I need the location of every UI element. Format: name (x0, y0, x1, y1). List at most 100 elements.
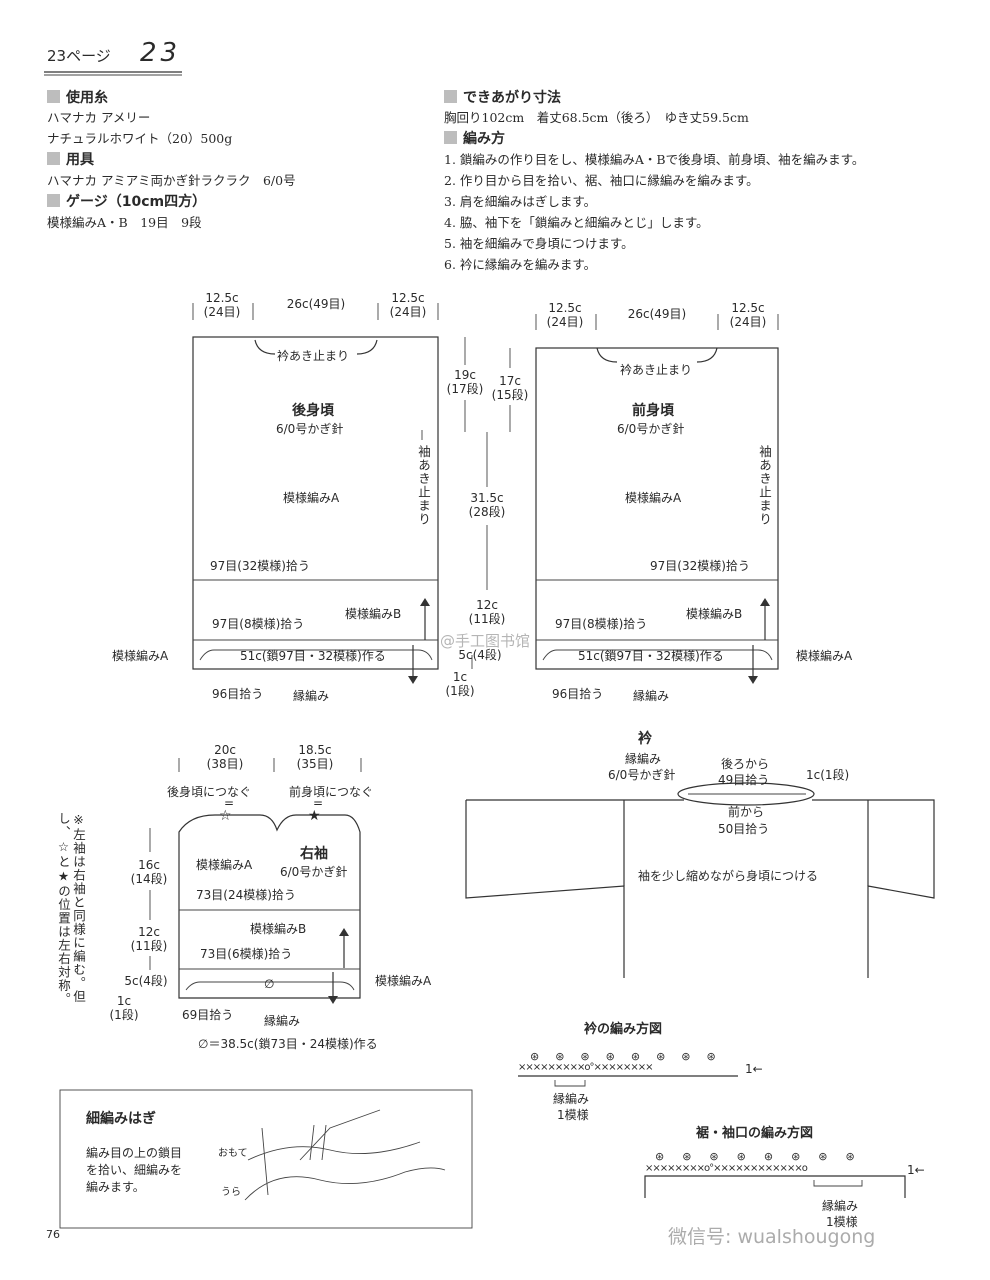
sc-seam-back-label: うら (221, 1187, 241, 1198)
collar-chart-stitches: ×××××××××o°×××××××× (518, 1062, 654, 1073)
sleeve-height-12c: 12c(11段) (130, 925, 168, 953)
front-pick-96: 96目拾う (552, 687, 604, 701)
gauge-heading: ゲージ（10cm四方） (47, 191, 206, 211)
hem-chart-row: 1← (907, 1163, 925, 1177)
dim-31-5c: 31.5c(28段) (468, 491, 506, 519)
collar-chart-edging: 縁編み (553, 1092, 590, 1106)
collar-pick-49: 49目拾う (718, 773, 770, 787)
sleeve-edging: 縁編み (264, 1014, 301, 1028)
yarn-heading: 使用糸 (47, 87, 108, 107)
back-pattern-a-side: 模様編みA (112, 649, 169, 663)
instruction-step-1: 1. 鎖編みの作り目をし、模様編みA・Bで後身頃、前身頃、袖を編みます。 (444, 152, 865, 167)
dim-1c: 1c(1段) (445, 670, 475, 698)
sc-seam-text-2: を拾い、細編みを (86, 1163, 183, 1177)
back-body-outline (192, 303, 439, 684)
collar-hook: 6/0号かぎ針 (608, 768, 676, 782)
collar-1c: 1c(1段) (806, 768, 850, 782)
finished-heading: できあがり寸法 (444, 87, 561, 107)
collar-from-back: 後ろから (721, 757, 770, 771)
sc-seam-box (59, 1089, 473, 1229)
sleeve-width-right: 18.5c(35目) (296, 743, 334, 771)
collar-chart-picots: ⊛⊛⊛⊛⊛⊛⊛⊛ (530, 1050, 732, 1063)
hem-chart-base (644, 1175, 906, 1198)
back-chain-note: 51c(鎖97目・32模様)作る (240, 649, 386, 663)
hem-chart-edging: 縁編み (822, 1199, 859, 1213)
back-hook: 6/0号かぎ針 (276, 422, 344, 436)
collar-chart-row: 1← (745, 1062, 763, 1076)
dim-17c: 17c(15段) (491, 374, 529, 402)
gauge-line: 模様編みA・B 19目 9段 (47, 215, 202, 230)
front-chain-note: 51c(鎖97目・32模様)作る (578, 649, 724, 663)
front-title: 前身頃 (632, 403, 674, 419)
front-width-center: 26c(49目) (627, 307, 687, 321)
back-pattern-b: 模様編みB (345, 607, 402, 621)
sleeve-pick-73-24: 73目(24模様)拾う (196, 888, 296, 902)
collar-from-front: 前から (728, 805, 765, 819)
front-width-left: 12.5c(24目) (546, 301, 584, 329)
square-bullet-icon (47, 152, 60, 165)
watermark-bottom: 微信号: wualshougong (668, 1226, 876, 1248)
dim-5c: 5c(4段) (458, 648, 502, 662)
sleeve-pattern-b: 模様編みB (250, 922, 307, 936)
page-number: 23 (140, 38, 182, 68)
front-pick-97-32: 97目(32模様)拾う (650, 559, 750, 573)
sleeve-pattern-a-side: 模様編みA (375, 974, 432, 988)
back-armhole-label: 袖あき止まり (416, 445, 431, 526)
instruction-step-4: 4. 脇、袖下を「鎖編みと細編みとじ」します。 (444, 215, 709, 230)
tools-heading: 用具 (47, 149, 94, 169)
sc-seam-illustration (244, 1109, 446, 1201)
collar-attach-note: 袖を少し縮めながら身頃につける (638, 869, 819, 883)
page-footer-number: 76 (46, 1228, 60, 1241)
watermark-mid: @手工图书馆 (440, 632, 531, 650)
sleeve-height-16c: 16c(14段) (130, 858, 168, 886)
back-edging: 縁編み (293, 689, 330, 703)
front-edging: 縁編み (633, 689, 670, 703)
back-pick-97-32: 97目(32模様)拾う (210, 559, 310, 573)
collar-assembly (465, 782, 935, 978)
instructions-heading: 編み方 (444, 128, 505, 148)
hem-chart-stitches: ××××××××o°××××××××××××o (645, 1163, 808, 1174)
sleeve-pattern-a: 模様編みA (196, 858, 253, 872)
sleeve-width-left: 20c(38目) (206, 743, 244, 771)
sleeve-height-1c: 1c(1段) (109, 994, 139, 1022)
back-width-center: 26c(49目) (286, 297, 346, 311)
page-label: 23ページ (47, 47, 111, 65)
front-armhole-label: 袖あき止まり (757, 445, 772, 526)
front-body-outline (535, 314, 779, 684)
square-bullet-icon (47, 194, 60, 207)
back-pick-96: 96目拾う (212, 687, 264, 701)
sleeve-height-5c: 5c(4段) (124, 974, 168, 988)
tools-line: ハマナカ アミアミ両かぎ針ラクラク 6/0号 (47, 173, 296, 188)
collar-pick-50: 50目拾う (718, 822, 770, 836)
sleeve-hook: 6/0号かぎ針 (280, 865, 348, 879)
square-bullet-icon (444, 131, 457, 144)
back-width-left: 12.5c(24目) (203, 291, 241, 319)
open-star-icon: ☆ (219, 808, 232, 824)
dim-12c: 12c(11段) (468, 598, 506, 626)
collar-edging: 縁編み (625, 752, 662, 766)
instruction-step-5: 5. 袖を細編みで身頃につけます。 (444, 236, 634, 251)
back-pick-97-8: 97目(8模様)拾う (212, 617, 305, 631)
sleeve-symmetry-note: ※左袖は右袖と同様に編む。但し、☆と★の位置は左右対称。 (56, 812, 86, 1006)
sleeve-pick-73-6: 73目(6模様)拾う (200, 947, 293, 961)
sc-seam-title: 細編みはぎ (86, 1111, 156, 1127)
instruction-step-3: 3. 肩を細編みはぎします。 (444, 194, 597, 209)
yarn-line-2: ナチュラルホワイト（20）500g (47, 131, 233, 146)
sleeve-join-back: 後身頃につなぐ (167, 785, 252, 799)
sc-seam-text-1: 編み目の上の鎖目 (86, 1146, 183, 1160)
sleeve-title: 右袖 (300, 846, 328, 862)
sleeve-outline (149, 758, 362, 1004)
square-bullet-icon (47, 90, 60, 103)
sleeve-eq-1: = (224, 796, 235, 810)
sleeve-pick-69: 69目拾う (182, 1008, 234, 1022)
finished-line: 胸回り102cm 着丈68.5cm（後ろ） ゆき丈59.5cm (444, 110, 749, 125)
collar-chart-repeat: 1模様 (557, 1108, 589, 1122)
instruction-step-6: 6. 衿に縁編みを編みます。 (444, 257, 597, 272)
sleeve-chain-note: ∅＝38.5c(鎖73目・24模様)作る (198, 1037, 378, 1051)
front-pattern-a: 模様編みA (625, 491, 682, 505)
center-dimension-lines (464, 337, 511, 669)
front-pattern-b: 模様編みB (686, 607, 743, 621)
back-pattern-a: 模様編みA (283, 491, 340, 505)
front-width-right: 12.5c(24目) (729, 301, 767, 329)
dim-19c: 19c(17段) (446, 368, 484, 396)
